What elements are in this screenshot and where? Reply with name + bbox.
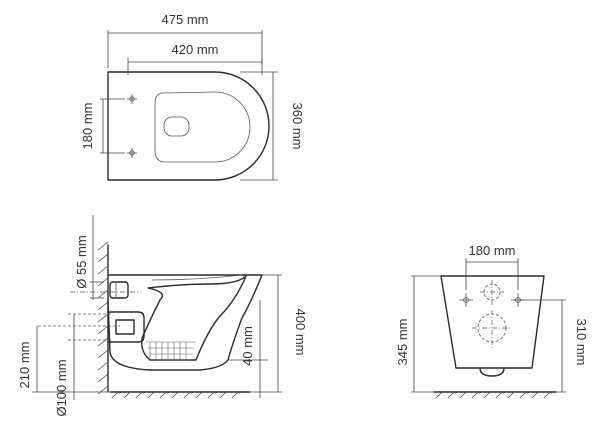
side-view-outline (107, 274, 263, 371)
outlet-icon (472, 310, 512, 348)
label-total-height: 400 mm (293, 309, 308, 356)
side-view-bowl-interior (140, 275, 247, 361)
label-rear-fixing-spacing: 180 mm (469, 243, 516, 258)
dim-inlet-height (32, 326, 108, 393)
fixing-hole-icon (127, 148, 137, 158)
label-overall-length: 475 mm (162, 12, 209, 27)
label-base-clearance: 40 mm (240, 326, 255, 366)
label-width: 360 mm (290, 103, 305, 150)
label-inlet-diameter: Ø100 mm (54, 359, 69, 416)
floor (109, 391, 251, 399)
top-view-flush-hole (163, 116, 190, 137)
flush-inlet-icon (480, 280, 504, 306)
side-view-rim (151, 274, 243, 281)
dim-total-height (250, 274, 282, 393)
rear-floor (433, 391, 557, 399)
rear-view-outline (440, 275, 545, 369)
top-view: 475 mm 420 mm 180 mm 360 mm (80, 12, 305, 181)
rear-view-foot (479, 367, 505, 377)
outlet-socket (107, 311, 145, 343)
label-bowl-length: 420 mm (172, 42, 219, 57)
flush-inlet (109, 281, 129, 299)
label-fixing-spacing: 180 mm (80, 103, 95, 150)
water-hatch (146, 341, 196, 361)
top-view-bowl-opening (154, 91, 251, 163)
wall (97, 241, 109, 395)
dim-fixing-spacing (100, 98, 125, 154)
dim-rear-fixing-spacing (465, 258, 519, 290)
dim-overall-height (411, 275, 480, 393)
dim-base-clearance (228, 300, 268, 398)
dim-width (240, 71, 278, 181)
fixing-hole-icon (459, 293, 473, 307)
dim-outlet-diameter (90, 215, 104, 300)
fixing-hole-icon (127, 94, 137, 104)
side-view: Ø 55 mm 210 mm Ø100 mm 40 mm 400 mm (17, 215, 308, 417)
label-mount-height: 310 mm (574, 319, 589, 366)
rear-view: 180 mm 345 mm 310 mm (395, 243, 589, 399)
label-outlet-diameter: Ø 55 mm (74, 235, 89, 288)
label-inlet-height: 210 mm (17, 342, 32, 389)
top-view-outline (107, 71, 270, 181)
label-overall-height: 345 mm (395, 319, 410, 366)
